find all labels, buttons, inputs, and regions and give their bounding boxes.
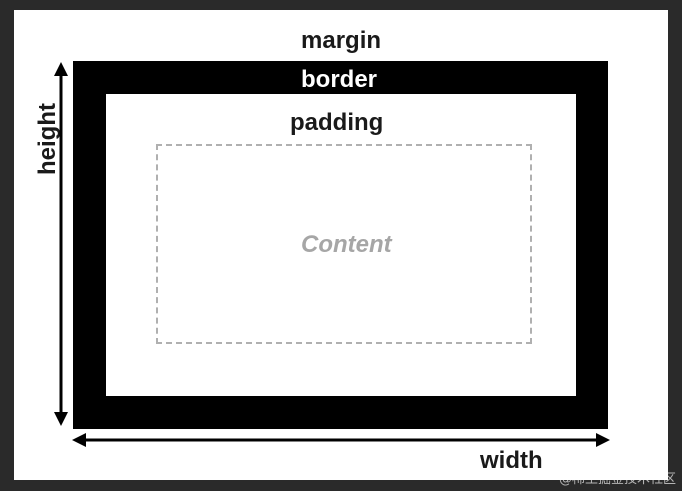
margin-label: margin xyxy=(301,27,382,54)
watermark-text: @稀土掘金技术社区 xyxy=(558,472,676,487)
border-label: border xyxy=(301,66,378,93)
width-label: width xyxy=(480,447,543,474)
padding-label: padding xyxy=(290,109,384,136)
height-label: height xyxy=(34,103,61,175)
box-model-diagram: margin border padding Content width heig… xyxy=(14,10,668,480)
width-arrow xyxy=(72,433,610,447)
content-label: Content xyxy=(301,231,392,258)
content-area xyxy=(156,144,532,344)
